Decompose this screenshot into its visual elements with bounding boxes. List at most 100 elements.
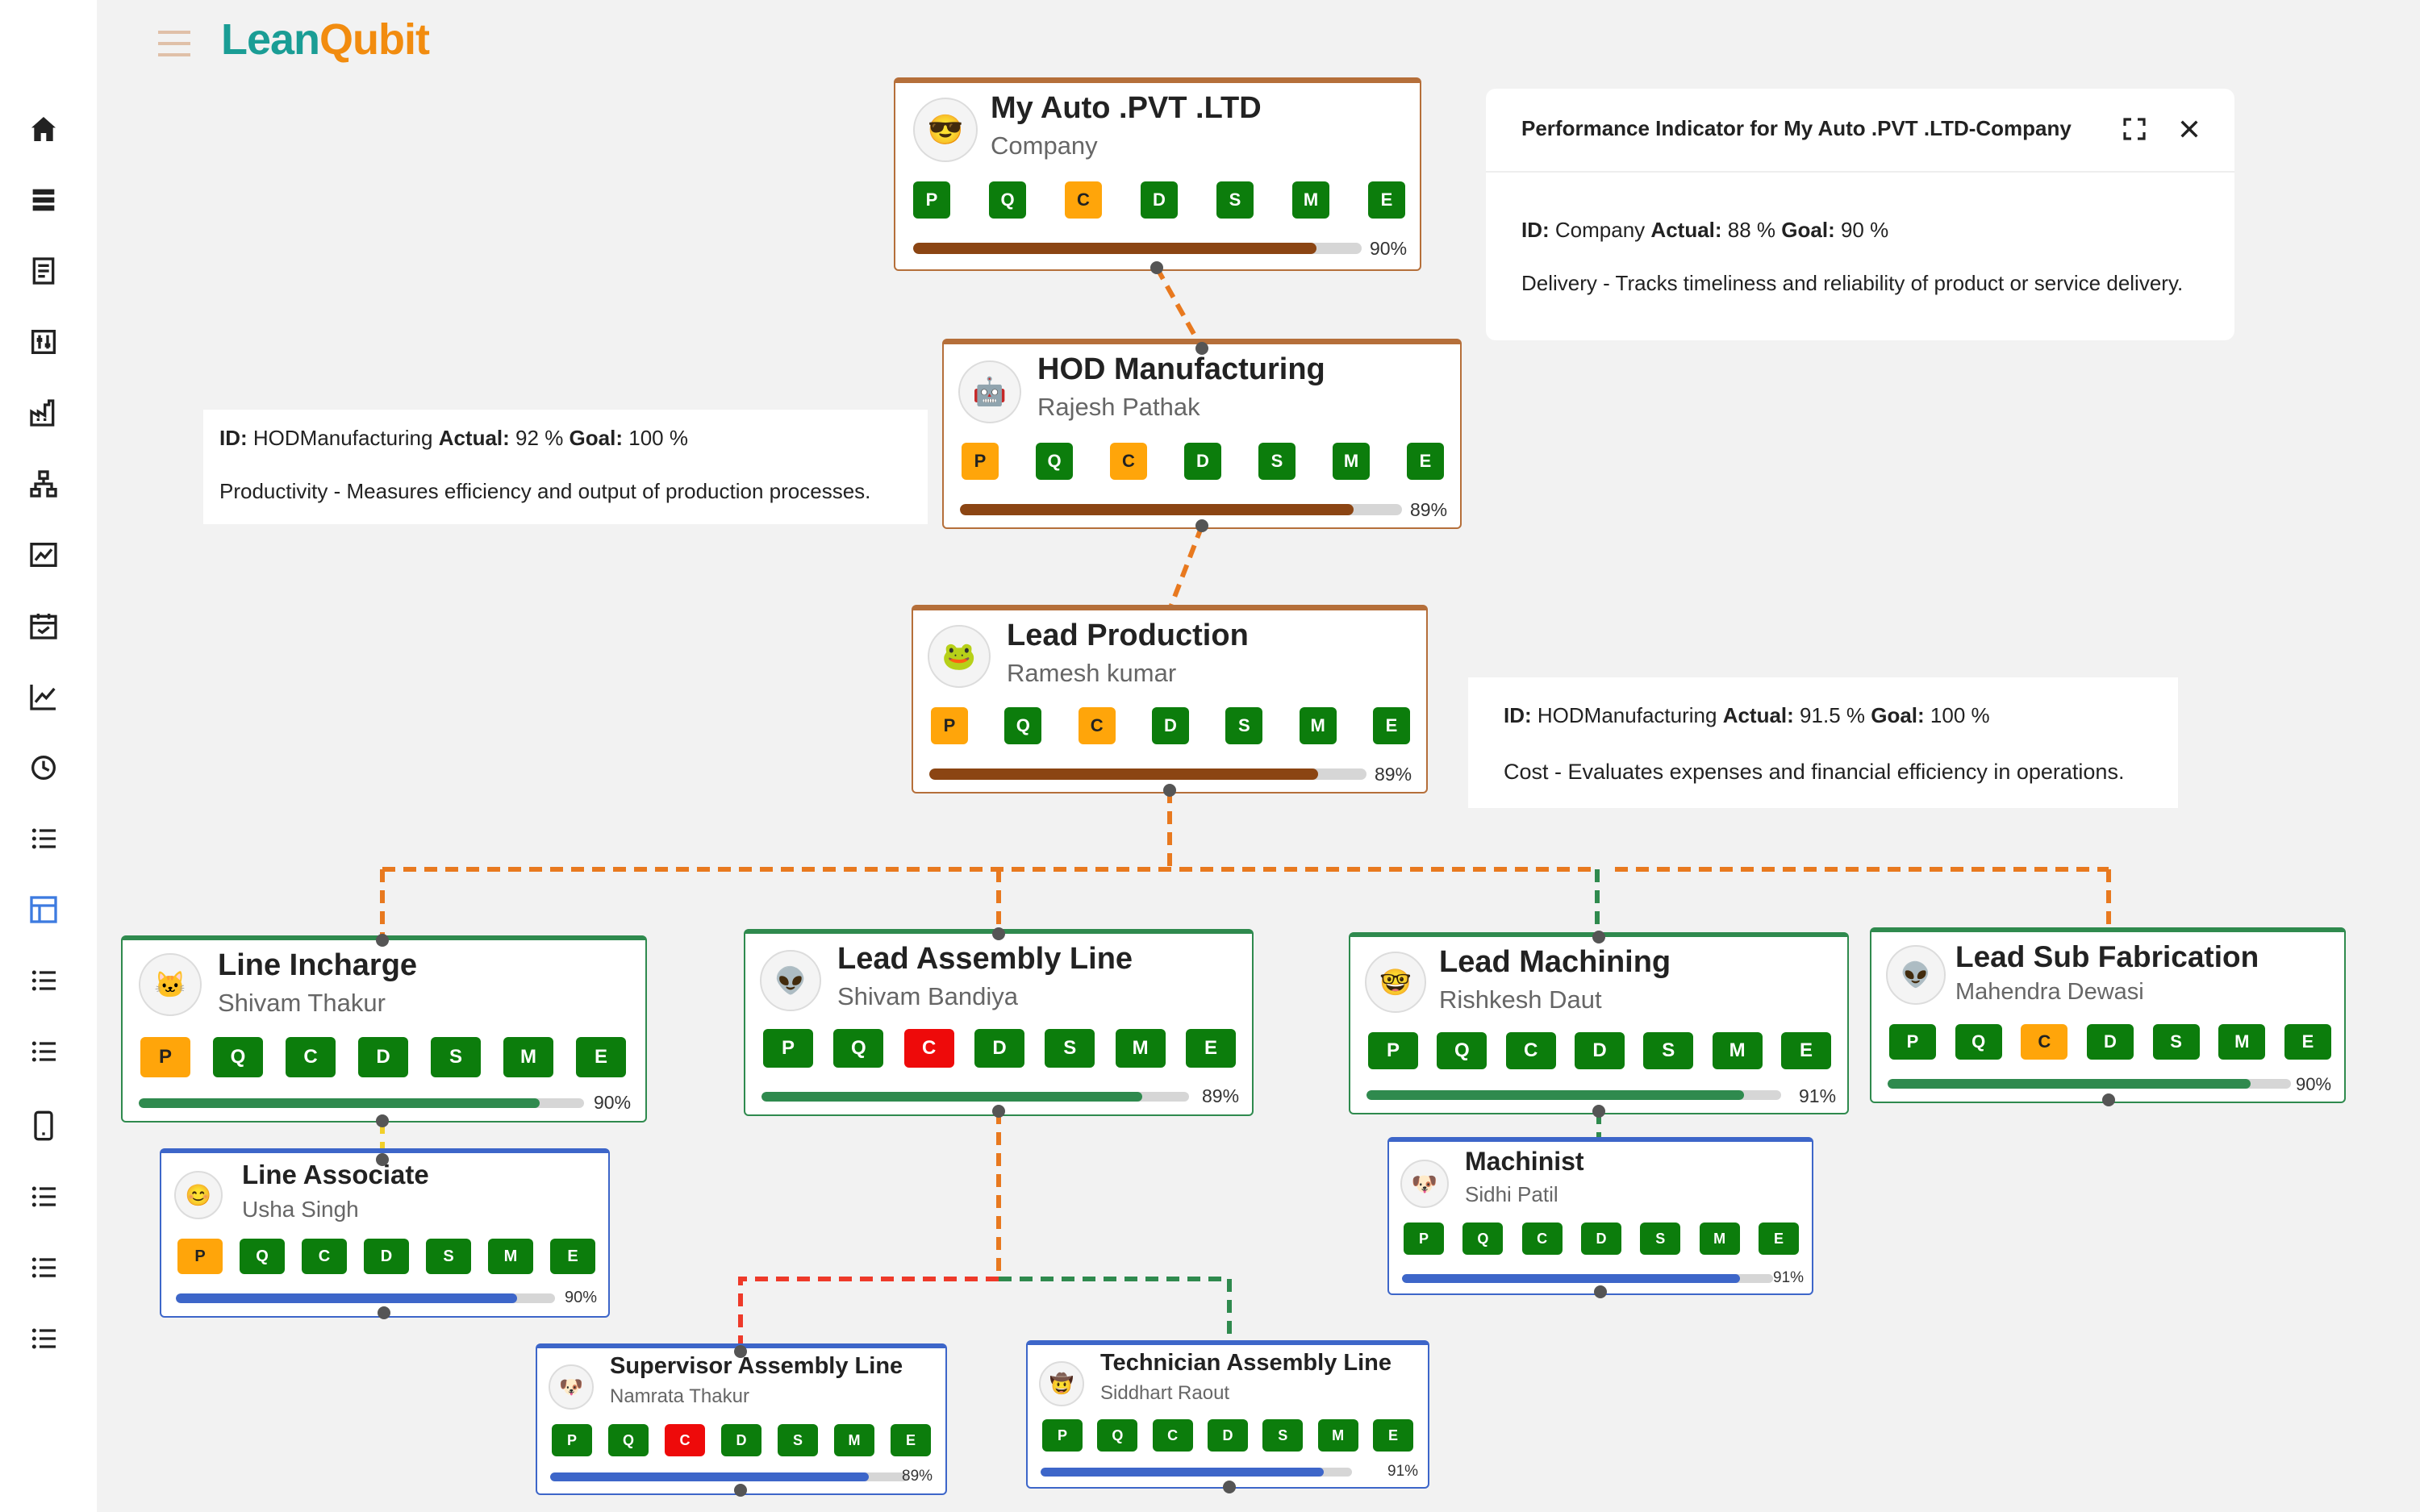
- kpi-badge-p[interactable]: P: [931, 707, 968, 744]
- kpi-badge-p[interactable]: P: [1889, 1024, 1936, 1060]
- node-technician-assembly-line[interactable]: 🤠 Technician Assembly Line Siddhart Raou…: [1026, 1340, 1429, 1489]
- list-icon[interactable]: [27, 1035, 60, 1068]
- kpi-badge-c[interactable]: C: [1521, 1223, 1563, 1255]
- kpi-badge-p[interactable]: P: [1404, 1223, 1444, 1255]
- kpi-badge-m[interactable]: M: [2218, 1024, 2266, 1060]
- kpi-badge-p[interactable]: P: [913, 181, 950, 219]
- kpi-badge-p[interactable]: P: [962, 443, 999, 480]
- kpi-badge-q[interactable]: Q: [833, 1029, 884, 1068]
- kpi-badge-d[interactable]: D: [1151, 707, 1189, 744]
- kpi-badge-d[interactable]: D: [1207, 1419, 1248, 1452]
- kpi-badge-q[interactable]: Q: [1097, 1419, 1138, 1452]
- node-lead-sub-fabrication[interactable]: 👽 Lead Sub Fabrication Mahendra Dewasi P…: [1870, 927, 2346, 1103]
- kpi-badge-p[interactable]: P: [1042, 1419, 1083, 1452]
- kpi-badge-s[interactable]: S: [778, 1424, 818, 1456]
- kpi-badge-d[interactable]: D: [364, 1239, 409, 1274]
- kpi-badge-e[interactable]: E: [1185, 1029, 1236, 1068]
- kpi-badge-d[interactable]: D: [721, 1424, 761, 1456]
- kpi-badge-c[interactable]: C: [1110, 443, 1147, 480]
- kpi-badge-s[interactable]: S: [2152, 1024, 2200, 1060]
- kpi-badge-q[interactable]: Q: [608, 1424, 649, 1456]
- app-logo[interactable]: LeanQubit: [221, 15, 430, 65]
- list-icon[interactable]: [27, 1252, 60, 1284]
- kpi-badge-e[interactable]: E: [1372, 1419, 1413, 1452]
- kpi-badge-p[interactable]: P: [177, 1239, 223, 1274]
- kpi-badge-q[interactable]: Q: [1004, 707, 1042, 744]
- list-icon[interactable]: [27, 964, 60, 997]
- list-icon[interactable]: [27, 1322, 60, 1355]
- calendar-icon[interactable]: [27, 610, 60, 642]
- kpi-badge-c[interactable]: C: [903, 1029, 954, 1068]
- kpi-badge-q[interactable]: Q: [1462, 1223, 1504, 1255]
- kpi-badge-m[interactable]: M: [503, 1037, 553, 1077]
- kpi-badge-s[interactable]: S: [1258, 443, 1296, 480]
- kpi-badge-d[interactable]: D: [358, 1037, 408, 1077]
- kpi-badge-e[interactable]: E: [1780, 1032, 1831, 1069]
- kpi-badge-s[interactable]: S: [1216, 181, 1254, 219]
- kpi-badge-q[interactable]: Q: [1437, 1032, 1487, 1069]
- kpi-badge-p[interactable]: P: [763, 1029, 813, 1068]
- kpi-badge-m[interactable]: M: [1333, 443, 1370, 480]
- kpi-badge-c[interactable]: C: [665, 1424, 705, 1456]
- kpi-badge-m[interactable]: M: [1292, 181, 1329, 219]
- hamburger-menu-button[interactable]: [158, 29, 190, 58]
- node-supervisor-assembly-line[interactable]: 🐶 Supervisor Assembly Line Namrata Thaku…: [536, 1343, 947, 1495]
- close-icon[interactable]: [2176, 116, 2202, 142]
- kpi-badge-s[interactable]: S: [1045, 1029, 1095, 1068]
- kpi-badge-s[interactable]: S: [1640, 1223, 1681, 1255]
- kpi-badge-e[interactable]: E: [891, 1424, 931, 1456]
- kpi-badge-d[interactable]: D: [1574, 1032, 1625, 1069]
- line-chart-icon[interactable]: [27, 539, 60, 571]
- kpi-badge-e[interactable]: E: [2284, 1024, 2331, 1060]
- list-icon[interactable]: [27, 1181, 60, 1213]
- trend-chart-icon[interactable]: [27, 681, 60, 713]
- kpi-badge-d[interactable]: D: [974, 1029, 1024, 1068]
- kpi-badge-e[interactable]: E: [576, 1037, 626, 1077]
- kpi-badge-m[interactable]: M: [1699, 1223, 1740, 1255]
- kpi-badge-m[interactable]: M: [834, 1424, 874, 1456]
- kpi-badge-c[interactable]: C: [1065, 181, 1102, 219]
- kpi-badge-q[interactable]: Q: [1955, 1024, 2002, 1060]
- kpi-badge-d[interactable]: D: [1141, 181, 1178, 219]
- org-chart-icon[interactable]: [27, 468, 60, 500]
- history-icon[interactable]: [27, 752, 60, 784]
- kpi-badge-s[interactable]: S: [431, 1037, 481, 1077]
- fullscreen-icon[interactable]: [2122, 116, 2147, 142]
- kpi-badge-q[interactable]: Q: [240, 1239, 285, 1274]
- kpi-badge-c[interactable]: C: [1505, 1032, 1556, 1069]
- sliders-icon[interactable]: [27, 326, 60, 358]
- kpi-badge-q[interactable]: Q: [1036, 443, 1073, 480]
- kpi-badge-c[interactable]: C: [302, 1239, 347, 1274]
- kpi-badge-m[interactable]: M: [1317, 1419, 1358, 1452]
- kpi-badge-e[interactable]: E: [1407, 443, 1444, 480]
- kpi-badge-q[interactable]: Q: [213, 1037, 263, 1077]
- kpi-badge-m[interactable]: M: [1115, 1029, 1166, 1068]
- kpi-badge-m[interactable]: M: [1712, 1032, 1763, 1069]
- kpi-badge-e[interactable]: E: [550, 1239, 595, 1274]
- list-icon[interactable]: [27, 823, 60, 855]
- layers-icon[interactable]: [27, 184, 60, 216]
- kpi-badge-d[interactable]: D: [2086, 1024, 2134, 1060]
- factory-icon[interactable]: [27, 397, 60, 429]
- kpi-badge-p[interactable]: P: [1368, 1032, 1418, 1069]
- kpi-badge-d[interactable]: D: [1580, 1223, 1621, 1255]
- home-icon[interactable]: [27, 113, 60, 145]
- document-icon[interactable]: [27, 255, 60, 287]
- layout-icon[interactable]: [27, 893, 60, 926]
- kpi-badge-c[interactable]: C: [1078, 707, 1116, 744]
- tablet-icon[interactable]: [27, 1110, 60, 1142]
- kpi-badge-s[interactable]: S: [1262, 1419, 1304, 1452]
- kpi-badge-s[interactable]: S: [1225, 707, 1263, 744]
- kpi-badge-p[interactable]: P: [140, 1037, 190, 1077]
- kpi-badge-d[interactable]: D: [1184, 443, 1221, 480]
- kpi-badge-m[interactable]: M: [1299, 707, 1337, 744]
- kpi-badge-e[interactable]: E: [1758, 1223, 1799, 1255]
- kpi-badge-e[interactable]: E: [1368, 181, 1405, 219]
